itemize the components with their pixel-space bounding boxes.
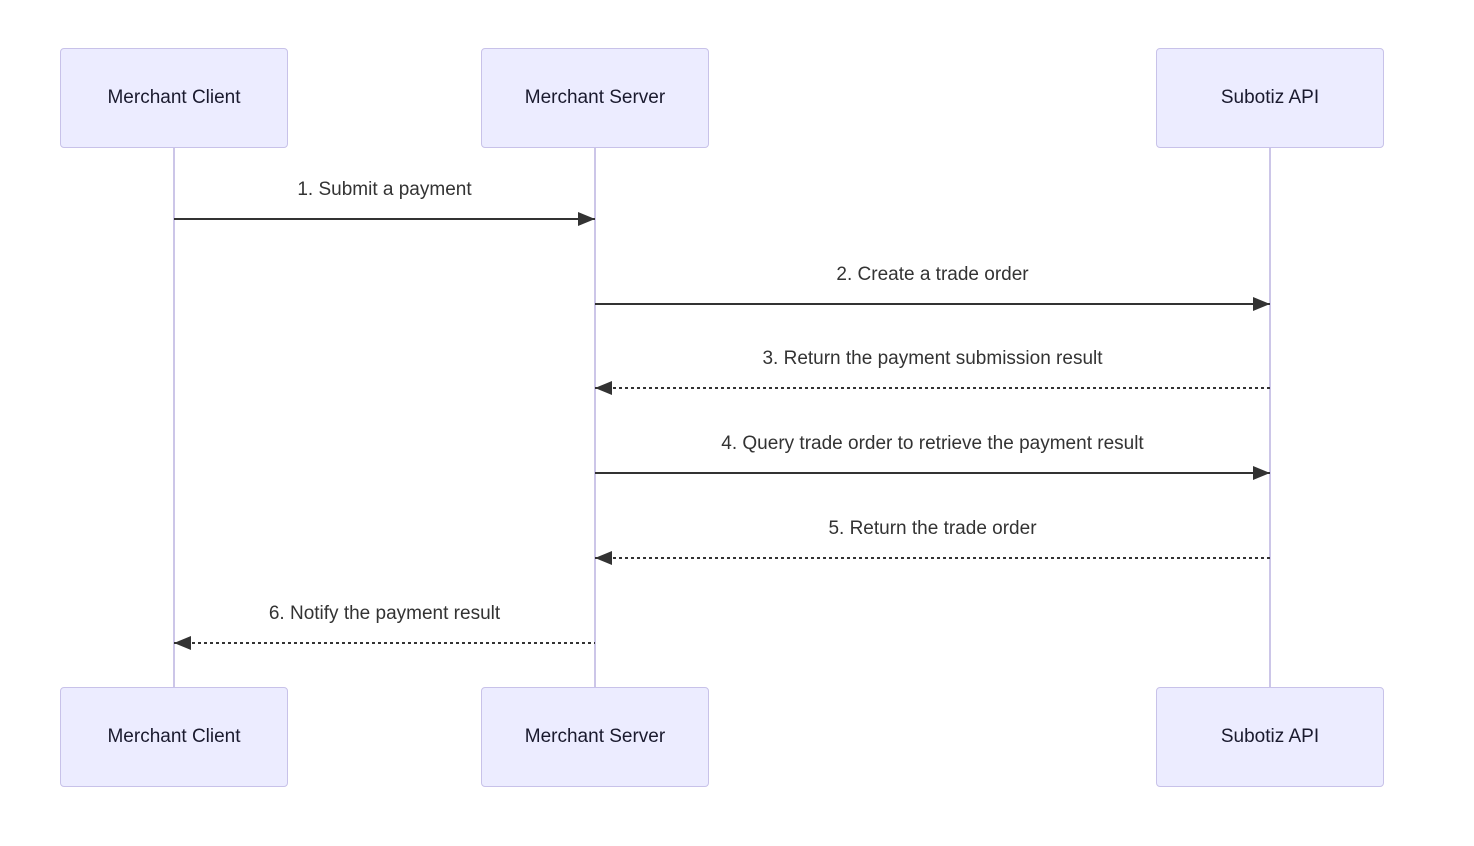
- actor-label: Merchant Client: [107, 726, 241, 747]
- message-label: 1. Submit a payment: [297, 179, 472, 200]
- actor-label: Merchant Client: [107, 87, 241, 108]
- message-3-return-payment-submission-result: 3. Return the payment submission result: [595, 348, 1270, 395]
- lifeline-merchant-server: [594, 148, 596, 687]
- message-label: 4. Query trade order to retrieve the pay…: [721, 433, 1144, 454]
- message-arrow-solid: [595, 297, 1270, 311]
- actor-merchant-server-top: Merchant Server: [481, 48, 709, 148]
- message-label: 3. Return the payment submission result: [762, 348, 1103, 369]
- lifeline-merchant-client: [173, 148, 175, 687]
- actor-merchant-client-top: Merchant Client: [60, 48, 288, 148]
- actor-label: Subotiz API: [1220, 726, 1320, 747]
- actor-subotiz-api-bottom: Subotiz API: [1156, 687, 1384, 787]
- arrowhead-left-icon: [174, 636, 191, 650]
- message-arrow-dashed: [595, 381, 1270, 395]
- message-4-query-trade-order: 4. Query trade order to retrieve the pay…: [595, 433, 1270, 480]
- actor-label: Merchant Server: [524, 726, 666, 747]
- message-6-notify-payment-result: 6. Notify the payment result: [174, 603, 595, 650]
- message-arrow-dashed: [174, 636, 595, 650]
- actor-label: Subotiz API: [1220, 87, 1320, 108]
- actor-merchant-client-bottom: Merchant Client: [60, 687, 288, 787]
- arrowhead-right-icon: [1253, 466, 1270, 480]
- message-arrow-solid: [174, 212, 595, 226]
- arrowhead-right-icon: [578, 212, 595, 226]
- message-label: 6. Notify the payment result: [268, 603, 501, 624]
- message-arrow-solid: [595, 466, 1270, 480]
- actor-merchant-server-bottom: Merchant Server: [481, 687, 709, 787]
- actor-label: Merchant Server: [524, 87, 666, 108]
- message-5-return-trade-order: 5. Return the trade order: [595, 518, 1270, 565]
- message-label: 5. Return the trade order: [828, 518, 1037, 539]
- actor-subotiz-api-top: Subotiz API: [1156, 48, 1384, 148]
- message-2-create-trade-order: 2. Create a trade order: [595, 264, 1270, 311]
- message-1-submit-payment: 1. Submit a payment: [174, 179, 595, 226]
- arrowhead-left-icon: [595, 551, 612, 565]
- lifeline-subotiz-api: [1269, 148, 1271, 687]
- arrowhead-right-icon: [1253, 297, 1270, 311]
- arrowhead-left-icon: [595, 381, 612, 395]
- message-arrow-dashed: [595, 551, 1270, 565]
- message-label: 2. Create a trade order: [836, 264, 1029, 285]
